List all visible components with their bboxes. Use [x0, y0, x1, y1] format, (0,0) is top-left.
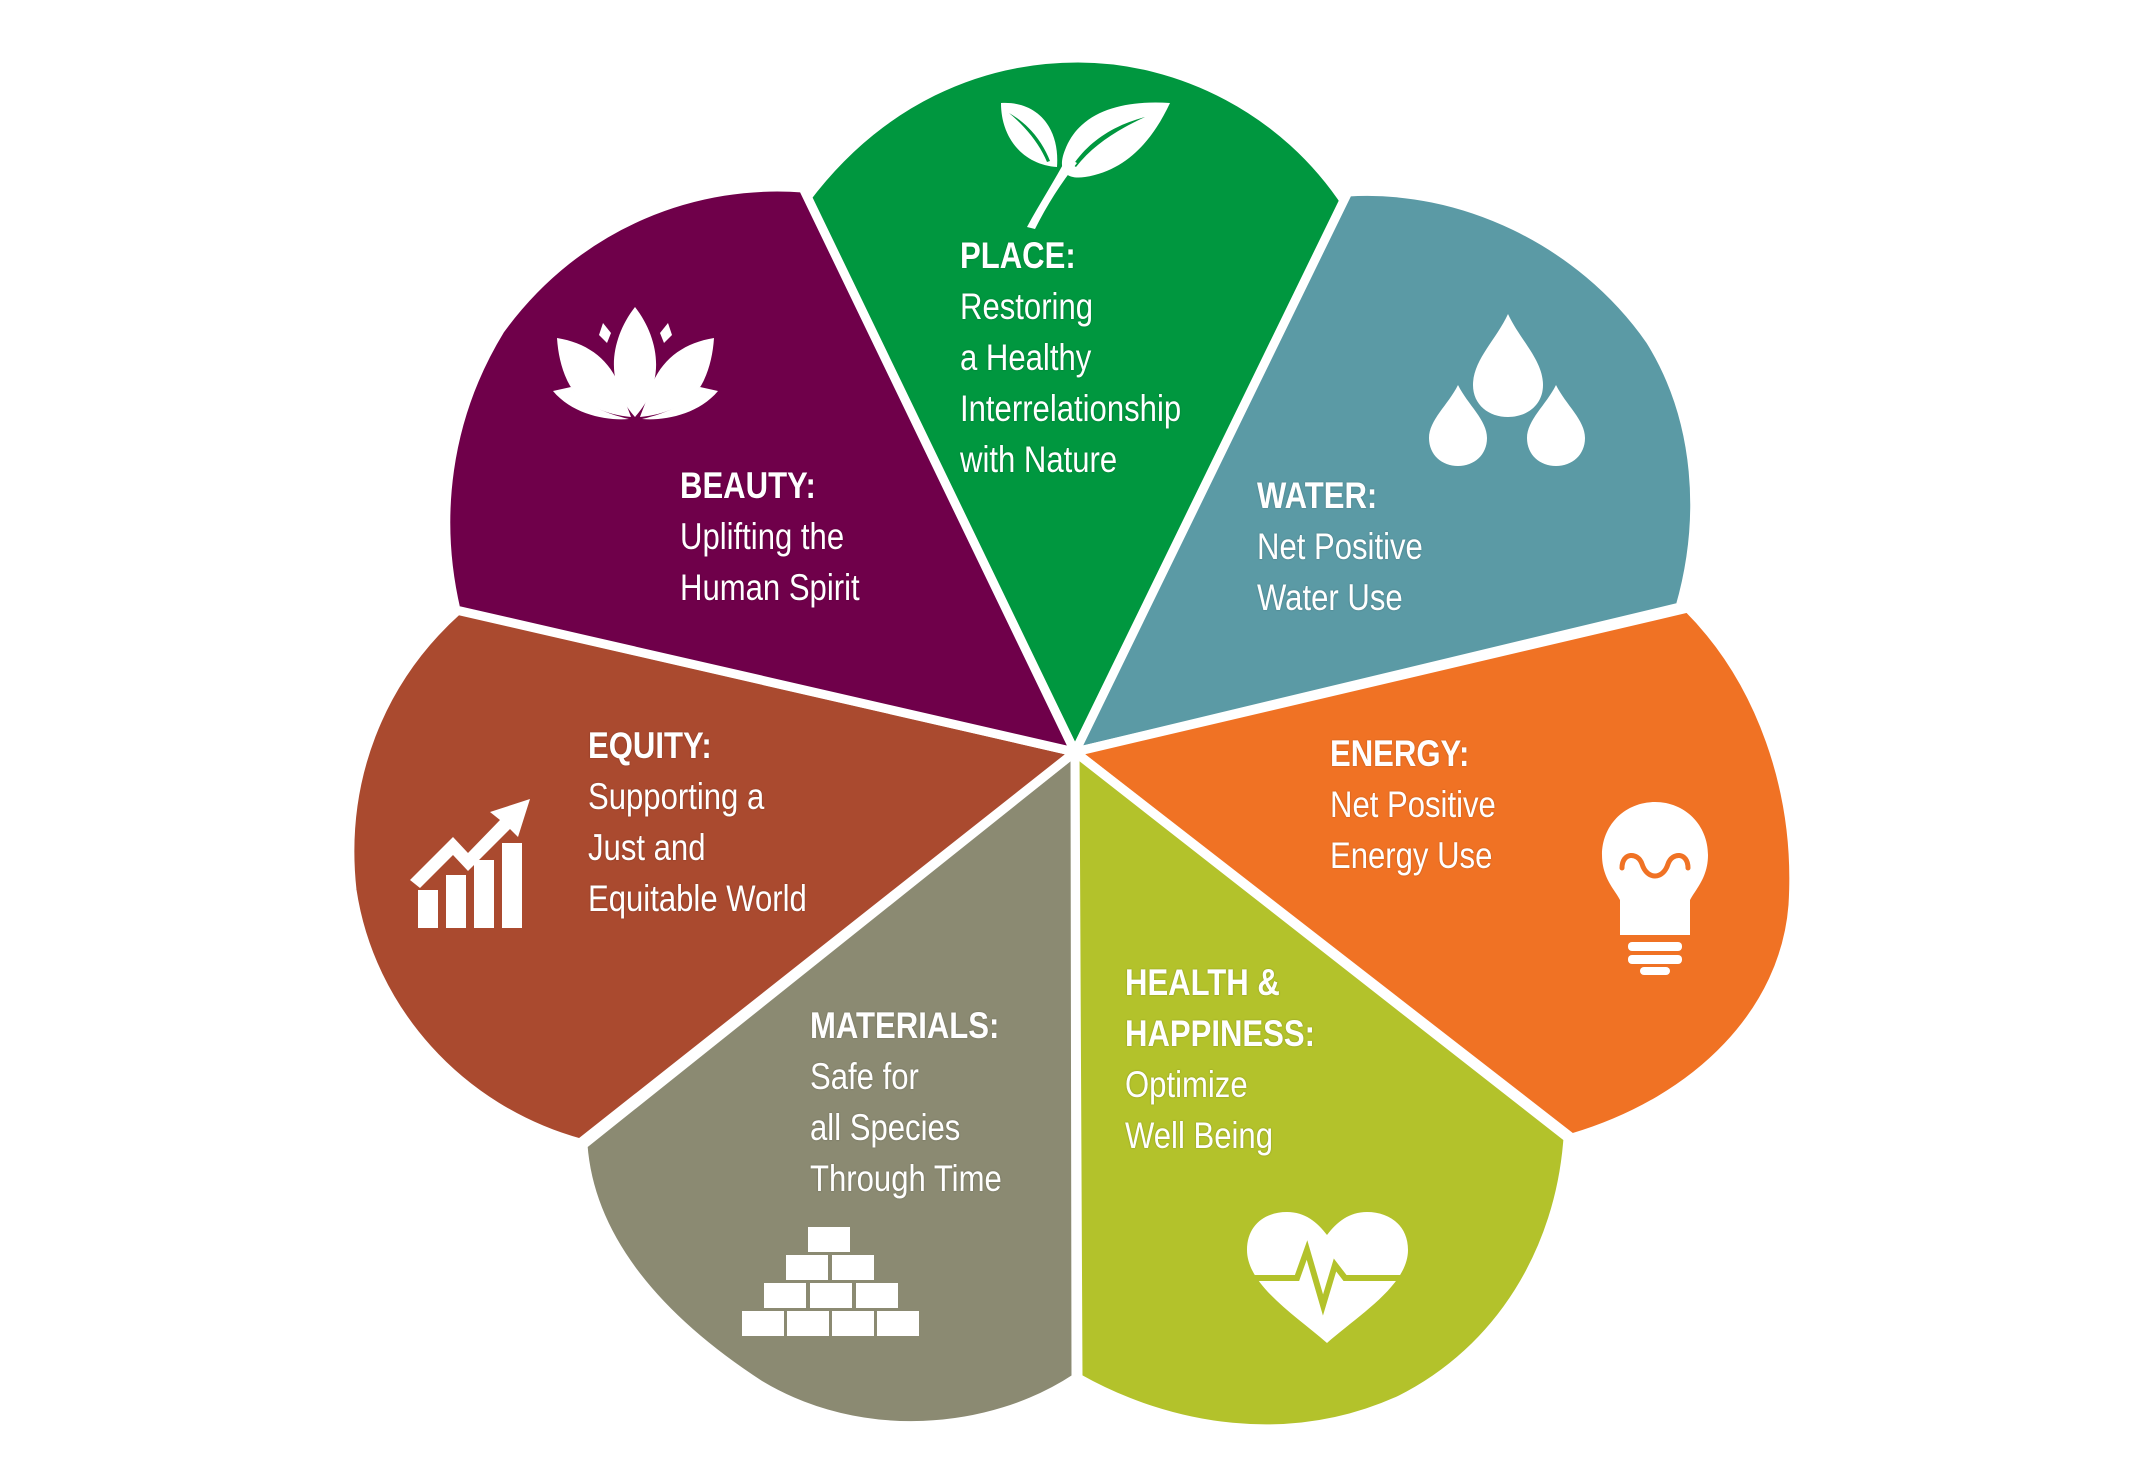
beauty-line-1: Uplifting the: [680, 516, 845, 557]
petal-label-place: PLACE: Restoring a Healthy Interrelation…: [960, 230, 1181, 485]
petal-label-equity: EQUITY: Supporting a Just and Equitable …: [588, 720, 807, 924]
equity-line-1: Supporting a: [588, 776, 765, 817]
water-line-1: Net Positive: [1257, 526, 1423, 567]
health-line-2: Well Being: [1125, 1115, 1273, 1156]
petal-label-water: WATER: Net Positive Water Use: [1257, 470, 1423, 623]
petal-materials: [578, 742, 1081, 1431]
energy-line-2: Energy Use: [1330, 835, 1493, 876]
water-drops-icon: [1429, 314, 1585, 466]
equity-title: EQUITY:: [588, 725, 712, 766]
lightbulb-icon: [1602, 802, 1708, 975]
lotus-icon: [553, 307, 718, 420]
place-line-2: a Healthy: [960, 337, 1092, 378]
petal-place: [799, 53, 1353, 763]
health-title: HEALTH &: [1125, 962, 1280, 1003]
materials-title: MATERIALS:: [810, 1005, 1000, 1046]
place-title: PLACE:: [960, 235, 1076, 276]
petal-label-health: HEALTH & HAPPINESS: Optimize Well Being: [1125, 957, 1315, 1161]
materials-line-1: Safe for: [810, 1056, 919, 1097]
brick-pyramid-icon: [742, 1227, 919, 1336]
petal-label-materials: MATERIALS: Safe for all Species Through …: [810, 1000, 1002, 1204]
petal-label-beauty: BEAUTY: Uplifting the Human Spirit: [680, 460, 860, 613]
growth-chart-icon: [410, 799, 530, 928]
place-line-4: with Nature: [960, 439, 1118, 480]
beauty-line-2: Human Spirit: [680, 567, 860, 608]
materials-line-3: Through Time: [810, 1158, 1002, 1199]
beauty-title: BEAUTY:: [680, 465, 816, 506]
water-line-2: Water Use: [1257, 577, 1403, 618]
petal-label-energy: ENERGY: Net Positive Energy Use: [1330, 728, 1496, 881]
energy-title: ENERGY:: [1330, 733, 1470, 774]
place-line-3: Interrelationship: [960, 388, 1182, 429]
leaf-sprout-icon: [1001, 102, 1170, 229]
petal-energy: [1064, 603, 1799, 1143]
petal-water: [1066, 186, 1700, 759]
water-title: WATER:: [1257, 475, 1378, 516]
health-title-2: HAPPINESS:: [1125, 1013, 1315, 1054]
place-line-1: Restoring: [960, 286, 1094, 327]
petal-equity: [345, 605, 1086, 1148]
equity-line-2: Just and: [588, 827, 706, 868]
equity-line-3: Equitable World: [588, 878, 807, 919]
health-line-1: Optimize: [1125, 1064, 1248, 1105]
energy-line-1: Net Positive: [1330, 784, 1496, 825]
heart-pulse-icon: [1247, 1212, 1408, 1343]
petal-health: [1070, 742, 1573, 1434]
materials-line-2: all Species: [810, 1107, 961, 1148]
